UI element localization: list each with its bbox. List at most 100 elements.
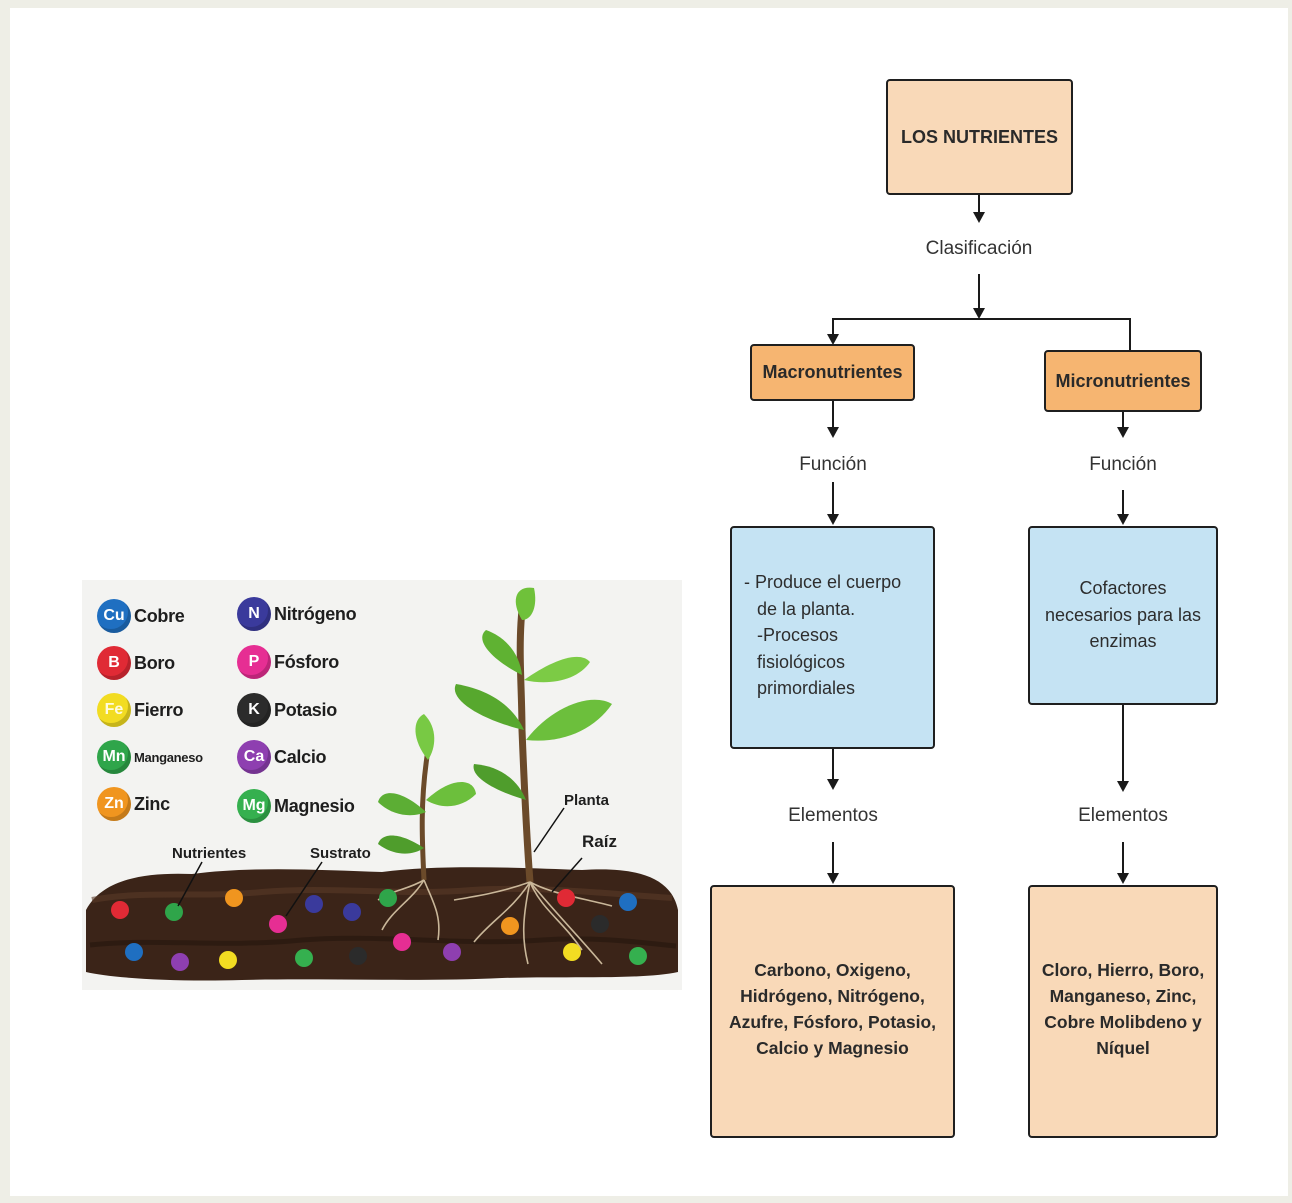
legend-label: Fósforo [274,651,339,672]
big-plant-leaf [524,656,590,683]
connector-macro-function-box [832,482,834,514]
pointer-root [551,857,583,893]
macro-elements-line: Hidrógeno, Nitrógeno, [740,985,925,1006]
connector-macro-elements [832,749,834,779]
legend-label: Zinc [134,793,170,814]
big-plant-leaf [515,587,536,620]
micro-elements-line: Cloro, Hierro, Boro, [1041,959,1205,980]
root-label: Raíz [582,832,617,851]
macro-elements-line: Azufre, Fósforo, Potasio, [728,1011,937,1032]
legend-item-boro: B Boro [97,646,175,680]
soil-nutrients [111,889,647,971]
micro-elements-line: Manganeso, Zinc, [1049,985,1197,1006]
connector-classification [978,274,980,314]
macro-function-line: de la planta. [757,598,856,619]
boro-icon: B [97,646,131,680]
micro-function-box: Cofactores necesarios para las enzimas [1028,526,1218,705]
macro-elements-line: Carbono, Oxigeno, [754,959,911,980]
connector-macro-function [832,401,834,427]
nutrients-label: Nutrientes [172,845,247,862]
branch-connector [832,318,1131,320]
big-plant-leaf [473,764,526,800]
legend-label: Fierro [134,699,184,720]
legend-label: Cobre [134,605,185,626]
legend-label: Boro [134,652,175,673]
connector-micro-function [1122,412,1124,428]
cobre-icon: Cu [97,599,131,633]
micro-elements-label: Elementos [1078,805,1168,826]
micronutrients-node: Micronutrientes [1044,350,1202,412]
arrow-left-branch [827,334,839,345]
legend-item-nitrogeno: N Nitrógeno [237,597,357,631]
legend-label: Nitrógeno [274,603,357,624]
arrow-micro-function-box [1117,514,1129,525]
macro-function-line: -Procesos [757,625,839,645]
pointer-plant [533,807,565,853]
connector-right-down [1129,318,1131,350]
potasio-icon: K [237,693,271,727]
connector-left-down [832,318,834,336]
soil-and-plants-drawing [86,587,678,981]
nitrogeno-icon: N [237,597,271,631]
legend-item-magnesio: Mg Magnesio [237,789,355,823]
fierro-icon: Fe [97,693,131,727]
legend-item-fosforo: P Fósforo [237,645,339,679]
legend-item-manganeso: Mn Manganeso [97,740,203,774]
legend-item-potasio: K Potasio [237,693,337,727]
micronutrients-title: Micronutrientes [1055,370,1191,391]
legend-label: Manganeso [134,749,203,765]
connector-micro-elements-box [1122,842,1124,874]
manganeso-icon: Mn [97,740,131,774]
pointer-substrate [285,861,323,917]
arrow-micro-elements [1117,781,1129,792]
macro-elements-line: Calcio y Magnesio [756,1037,909,1058]
arrow-macro-function-box [827,514,839,525]
arrow-macro-function [827,427,839,438]
classification-label: Clasificación [925,238,1033,259]
connector-root [978,195,980,213]
small-plant-leaf [426,781,476,807]
macro-function-line: primordiales [757,678,856,698]
macronutrients-node: Macronutrientes [750,344,915,401]
macronutrients-title: Macronutrientes [762,362,903,382]
arrow-micro-elements-box [1117,873,1129,884]
micro-function-line: necesarios para las [1044,604,1202,625]
big-plant-leaf [454,684,524,730]
pointer-nutrients [177,861,203,907]
root-node: LOS NUTRIENTES [886,79,1073,195]
small-plant-leaf [415,714,435,760]
macro-function-box: - Produce el cuerpo de la planta. -Proce… [730,526,935,749]
fosforo-icon: P [237,645,271,679]
big-plant-leaf [526,699,612,741]
micro-function-line: enzimas [1089,631,1157,651]
root-node-text: LOS NUTRIENTES [900,126,1058,147]
macro-function-line: - Produce el cuerpo [744,572,902,592]
connector-micro-elements [1122,705,1124,781]
small-plant-stem [419,749,431,881]
micro-elements-box: Cloro, Hierro, Boro, Manganeso, Zinc, Co… [1028,885,1218,1138]
legend-item-fierro: Fe Fierro [97,693,184,727]
micro-elements-line: Cobre Molibdeno y [1044,1011,1202,1032]
legend-label: Potasio [274,699,337,720]
macro-function-label: Función [799,454,867,475]
small-plant-leaf [378,793,426,816]
legend-item-cobre: Cu Cobre [97,599,185,633]
zinc-icon: Zn [97,787,131,821]
arrow-macro-elements [827,779,839,790]
micro-function-label: Función [1089,454,1157,475]
macro-elements-box: Carbono, Oxigeno, Hidrógeno, Nitrógeno, … [710,885,955,1138]
calcio-icon: Ca [237,740,271,774]
legend-label: Calcio [274,746,327,767]
legend-item-calcio: Ca Calcio [237,740,327,774]
small-plant-leaf [378,835,424,854]
nutrients-illustration: Cu Cobre B Boro Fe Fierro Mn Manganeso Z… [82,580,682,990]
micro-function-line: Cofactores [1079,578,1167,598]
legend-item-zinc: Zn Zinc [97,787,170,821]
big-plant-leaf [482,630,522,675]
soil-texture [91,885,673,903]
macro-function-line: fisiológicos [757,651,846,672]
plant-label: Planta [564,792,610,809]
magnesio-icon: Mg [237,789,271,823]
arrow-micro-function [1117,427,1129,438]
connector-macro-elements-box [832,842,834,874]
